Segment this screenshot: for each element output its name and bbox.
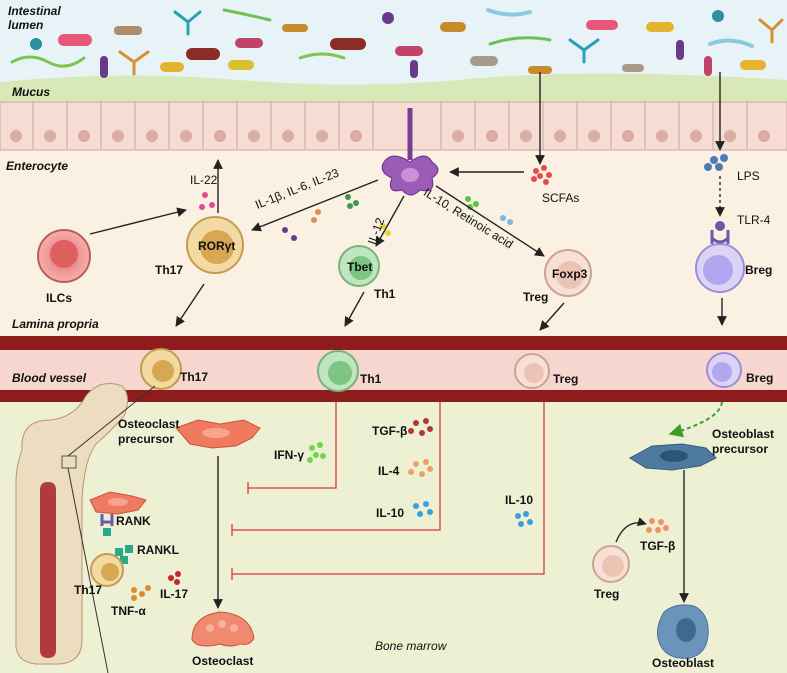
region-lumen: Intestinal <box>8 4 61 18</box>
vessel-wall-bottom <box>0 390 787 402</box>
label-il10-a: IL-10 <box>376 506 405 520</box>
rankl-molecules <box>115 545 133 564</box>
il22-molecules <box>199 192 215 210</box>
vessel-label-th17: Th17 <box>180 370 209 384</box>
il10-molecules-b <box>515 511 533 527</box>
gut-bacteria <box>10 8 784 78</box>
region-mucus: Mucus <box>12 85 51 99</box>
inhibition-lines <box>231 402 545 580</box>
mucus-layer <box>0 73 787 104</box>
vessel-label-breg: Breg <box>746 371 774 385</box>
label-osteoblast: Osteoblast <box>652 656 715 670</box>
vessel-label-treg: Treg <box>553 372 579 386</box>
region-blood-vessel: Blood vessel <box>12 371 87 385</box>
femur-bone <box>15 383 128 665</box>
label-osteoclast: Osteoclast <box>192 654 254 668</box>
osteoclast-precursor-cell <box>175 419 261 449</box>
label-th17: Th17 <box>155 263 184 277</box>
label-osteoblast-precursor-2: precursor <box>712 442 769 456</box>
label-osteoblast-precursor-1: Osteoblast <box>712 427 775 441</box>
enterocyte-nuclei <box>10 130 770 142</box>
osteoclast-cell <box>191 611 255 647</box>
il17-molecules <box>168 571 181 585</box>
label-osteoclast-precursor-2: precursor <box>118 432 175 446</box>
label-tgfb-right: TGF-β <box>640 539 676 553</box>
label-bone-treg: Treg <box>594 587 620 601</box>
osteoblast-cell <box>657 604 709 659</box>
label-scfas: SCFAs <box>542 191 580 205</box>
region-bone-marrow: Bone marrow <box>375 639 447 653</box>
vessel-lumen <box>0 350 787 390</box>
il10-molecules-a <box>413 501 433 517</box>
label-il4: IL-4 <box>378 464 400 478</box>
label-th1: Th1 <box>374 287 396 301</box>
label-ifng: IFN-γ <box>274 448 304 462</box>
rank-osteoclast-cell <box>89 491 147 536</box>
label-treg: Treg <box>523 290 549 304</box>
il4-molecules <box>408 459 433 477</box>
th17-cytokines <box>282 194 359 241</box>
label-tgfb: TGF-β <box>372 424 408 438</box>
zoom-line-2 <box>67 467 109 673</box>
label-il22: IL-22 <box>190 173 218 187</box>
label-tnfa: TNF-α <box>111 604 146 618</box>
label-lps: LPS <box>737 169 760 183</box>
label-rank: RANK <box>116 514 151 528</box>
label-roryt: RORγt <box>198 239 236 253</box>
region-enterocyte: Enterocyte <box>6 159 69 173</box>
label-il17: IL-17 <box>160 587 189 601</box>
enterocyte-cells <box>32 102 748 150</box>
dendritic-cell <box>381 108 439 196</box>
label-il10-b: IL-10 <box>505 493 534 507</box>
label-bone-th17: Th17 <box>74 583 103 597</box>
zoom-line-1 <box>67 385 156 457</box>
label-osteoclast-precursor-1: Osteoclast <box>118 417 180 431</box>
label-tbet: Tbet <box>347 260 373 274</box>
gut-arrows <box>89 72 727 331</box>
vessel-wall-top <box>0 336 787 350</box>
tnfa-molecules <box>131 585 151 601</box>
region-lumen-2: lumen <box>8 18 44 32</box>
region-lamina-propria: Lamina propria <box>12 317 99 331</box>
lps-molecules <box>704 154 728 171</box>
scfa-molecules <box>531 165 552 185</box>
il12-molecules <box>380 223 391 236</box>
ifng-molecules <box>307 442 326 463</box>
tlr4-receptor <box>710 230 730 244</box>
label-breg: Breg <box>745 263 773 277</box>
enterocyte-layer <box>0 101 787 151</box>
vessel-label-th1: Th1 <box>360 372 382 386</box>
label-rankl: RANKL <box>137 543 179 557</box>
tgfb-molecules <box>408 418 433 436</box>
label-foxp3: Foxp3 <box>552 267 588 281</box>
osteoblast-precursor-cell <box>629 443 717 471</box>
label-ilcs: ILCs <box>46 291 73 305</box>
label-tlr4: TLR-4 <box>737 213 771 227</box>
tgfb-right-molecules <box>646 518 669 533</box>
